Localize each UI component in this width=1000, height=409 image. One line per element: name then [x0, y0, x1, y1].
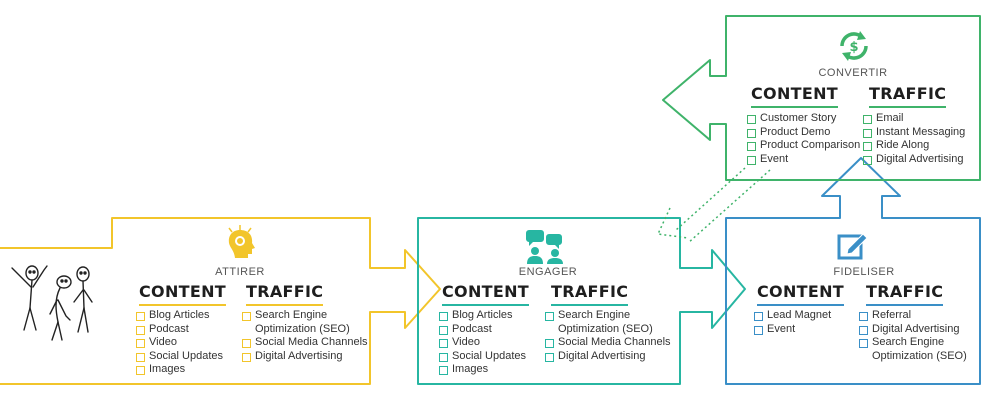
engager-traffic-list: Search Engine Optimization (SEO) Social …	[545, 309, 671, 363]
checkbox-icon	[754, 325, 763, 335]
checkbox-icon	[242, 339, 251, 349]
checkbox-icon	[863, 115, 872, 124]
checkbox-icon	[242, 312, 251, 321]
list-item: Search Engine	[859, 336, 967, 350]
list-item: Podcast	[439, 323, 526, 337]
checkbox-icon	[439, 312, 448, 321]
fideliser-content-list: Lead Magnet Event	[754, 309, 831, 336]
list-item: Ride Along	[863, 139, 965, 153]
fideliser-traffic-header: TRAFFIC	[866, 282, 944, 306]
engager-content-header: CONTENT	[442, 282, 529, 306]
checkbox-icon	[747, 142, 756, 152]
engager-traffic-header: TRAFFIC	[551, 282, 629, 306]
attirer-traffic-list: Search Engine Optimization (SEO) Social …	[242, 309, 368, 363]
attirer-content-header: CONTENT	[139, 282, 226, 306]
checkbox-icon	[754, 312, 763, 321]
list-item: Lead Magnet	[754, 309, 831, 323]
list-item: Search Engine	[545, 309, 671, 323]
engager-arrow-shape	[417, 217, 746, 385]
list-item: Blog Articles	[439, 309, 526, 323]
checkbox-icon	[136, 325, 145, 335]
stick-figures-icon	[11, 265, 93, 341]
list-item: Event	[754, 323, 831, 337]
list-item: Product Comparison	[747, 139, 860, 153]
checkbox-icon	[439, 366, 448, 376]
fideliser-title: FIDELISER	[833, 266, 895, 278]
edit-pencil-icon	[837, 233, 868, 260]
convertir-content-header: CONTENT	[751, 84, 838, 108]
convertir-title: CONVERTIR	[818, 67, 888, 79]
convertir-arrow-shape	[662, 15, 981, 181]
checkbox-icon	[136, 312, 145, 321]
list-item: Event	[747, 153, 860, 167]
engager-title: ENGAGER	[518, 266, 578, 278]
checkbox-icon	[859, 339, 868, 349]
list-item: Digital Advertising	[859, 323, 967, 337]
list-item: Instant Messaging	[863, 126, 965, 140]
engager-content-list: Blog Articles Podcast Video Social Updat…	[439, 309, 526, 377]
checkbox-icon	[747, 155, 756, 165]
convertir-traffic-list: Email Instant Messaging Ride Along Digit…	[863, 112, 965, 166]
list-item: Referral	[859, 309, 967, 323]
checkbox-icon	[136, 352, 145, 362]
list-item: Social Media Channels	[242, 336, 368, 350]
checkbox-icon	[863, 155, 872, 165]
list-item: Optimization (SEO)	[255, 322, 350, 335]
checkbox-icon	[136, 366, 145, 376]
dollar-cycle-icon: $	[840, 31, 868, 61]
fideliser-traffic-list: Referral Digital Advertising Search Engi…	[859, 309, 967, 363]
list-item: Social Updates	[136, 350, 223, 364]
list-item: Video	[136, 336, 223, 350]
list-item: Podcast	[136, 323, 223, 337]
attirer-arrow-shape	[0, 217, 441, 385]
checkbox-icon	[859, 312, 868, 321]
checkbox-icon	[545, 312, 554, 321]
checkbox-icon	[863, 128, 872, 138]
list-item: Digital Advertising	[863, 153, 965, 167]
checkbox-icon	[136, 339, 145, 349]
checkbox-icon	[863, 142, 872, 152]
svg-text:$: $	[849, 40, 858, 55]
dotted-return-arrow	[656, 167, 771, 244]
list-item: Email	[863, 112, 965, 126]
attirer-content-list: Blog Articles Podcast Video Social Updat…	[136, 309, 223, 377]
list-item: Images	[439, 363, 526, 377]
list-item: Product Demo	[747, 126, 860, 140]
checkbox-icon	[859, 325, 868, 335]
attirer-traffic-header: TRAFFIC	[246, 282, 324, 306]
list-item: Digital Advertising	[545, 350, 671, 364]
checkbox-icon	[747, 128, 756, 138]
list-item: Optimization (SEO)	[558, 322, 653, 335]
list-item: Blog Articles	[136, 309, 223, 323]
checkbox-icon	[747, 115, 756, 124]
fideliser-content-header: CONTENT	[757, 282, 844, 306]
checkbox-icon	[545, 352, 554, 362]
checkbox-icon	[439, 325, 448, 335]
checkbox-icon	[439, 339, 448, 349]
list-item: Images	[136, 363, 223, 377]
list-item: Optimization (SEO)	[872, 349, 967, 362]
checkbox-icon	[439, 352, 448, 362]
list-item: Social Media Channels	[545, 336, 671, 350]
list-item: Customer Story	[747, 112, 860, 126]
fideliser-box-shape	[725, 157, 981, 385]
lightbulb-head-icon	[228, 225, 255, 258]
conversation-people-icon	[526, 230, 563, 264]
attirer-title: ATTIRER	[215, 266, 265, 278]
list-item: Video	[439, 336, 526, 350]
checkbox-icon	[242, 352, 251, 362]
list-item: Search Engine	[242, 309, 368, 323]
list-item: Digital Advertising	[242, 350, 368, 364]
convertir-traffic-header: TRAFFIC	[869, 84, 947, 108]
convertir-content-list: Customer Story Product Demo Product Comp…	[747, 112, 860, 166]
checkbox-icon	[545, 339, 554, 349]
list-item: Social Updates	[439, 350, 526, 364]
